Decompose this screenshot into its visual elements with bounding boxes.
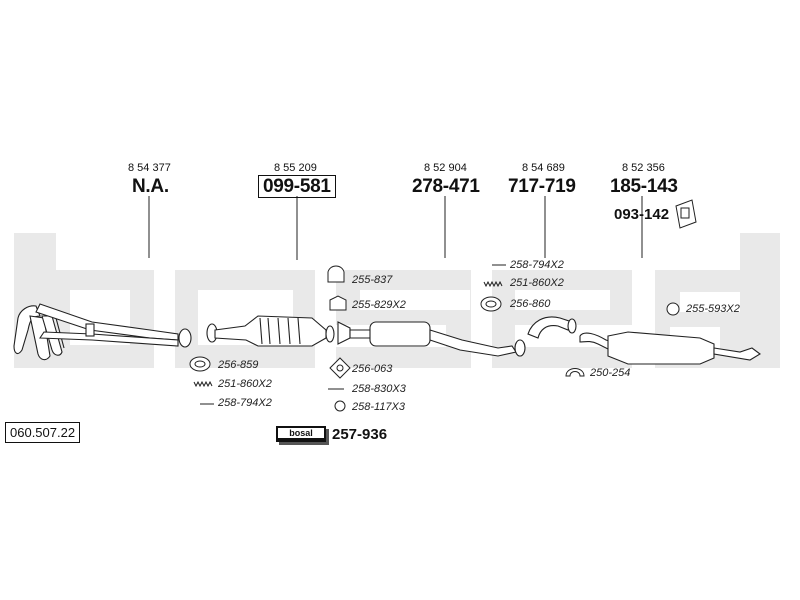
sub-part-number: 093-142 [614, 206, 670, 223]
oe-number: 8 52 356 [622, 162, 665, 174]
part-number: 717-719 [508, 176, 576, 197]
oe-number: 8 52 904 [424, 162, 467, 174]
part-number: 185-143 [610, 176, 678, 197]
connecting-pipe-icon [527, 316, 577, 339]
rubber-mount-icon [666, 302, 680, 316]
component-label: 251-860X2 [218, 378, 272, 390]
component-label: 258-117X3 [352, 401, 406, 413]
exhaust-manifold-icon [13, 303, 192, 361]
component-label: 256-859 [218, 359, 259, 371]
clamp-icon [327, 265, 345, 283]
component-label: 255-837 [352, 274, 393, 286]
middle-silencer-icon [337, 321, 526, 357]
component-label: 251-860X2 [510, 277, 564, 289]
reference-number: 060.507.22 [5, 422, 81, 443]
component-label: 256-063 [352, 363, 393, 375]
catalytic-converter-icon [206, 315, 335, 347]
spring-icon [193, 380, 213, 388]
component-label: 255-829X2 [352, 299, 406, 311]
part-number: 099-581 [258, 175, 336, 198]
mount-bracket-icon [329, 295, 347, 311]
component-label: 255-593X2 [686, 303, 740, 315]
oe-number: 8 54 689 [522, 162, 565, 174]
rubber-mount-icon [675, 199, 697, 229]
part-number: N.A. [132, 176, 169, 197]
component-label: 256-860 [510, 298, 551, 310]
oe-number: 8 55 209 [274, 162, 317, 174]
kit-part-number: 257-936 [332, 426, 388, 443]
part-number: 278-471 [412, 176, 480, 197]
component-label: 250-254 [590, 367, 631, 379]
clamp-icon [565, 368, 585, 377]
component-label: 258-830X3 [352, 383, 406, 395]
component-label: 258-794X2 [510, 259, 564, 271]
component-label: 258-794X2 [218, 397, 272, 409]
bosal-logo-text: bosal [278, 428, 324, 438]
spring-icon [483, 280, 503, 288]
oe-number: 8 54 377 [128, 162, 171, 174]
ring-icon [334, 400, 346, 412]
rear-silencer-icon [579, 331, 761, 365]
bosal-logo-box: bosal [276, 426, 326, 442]
